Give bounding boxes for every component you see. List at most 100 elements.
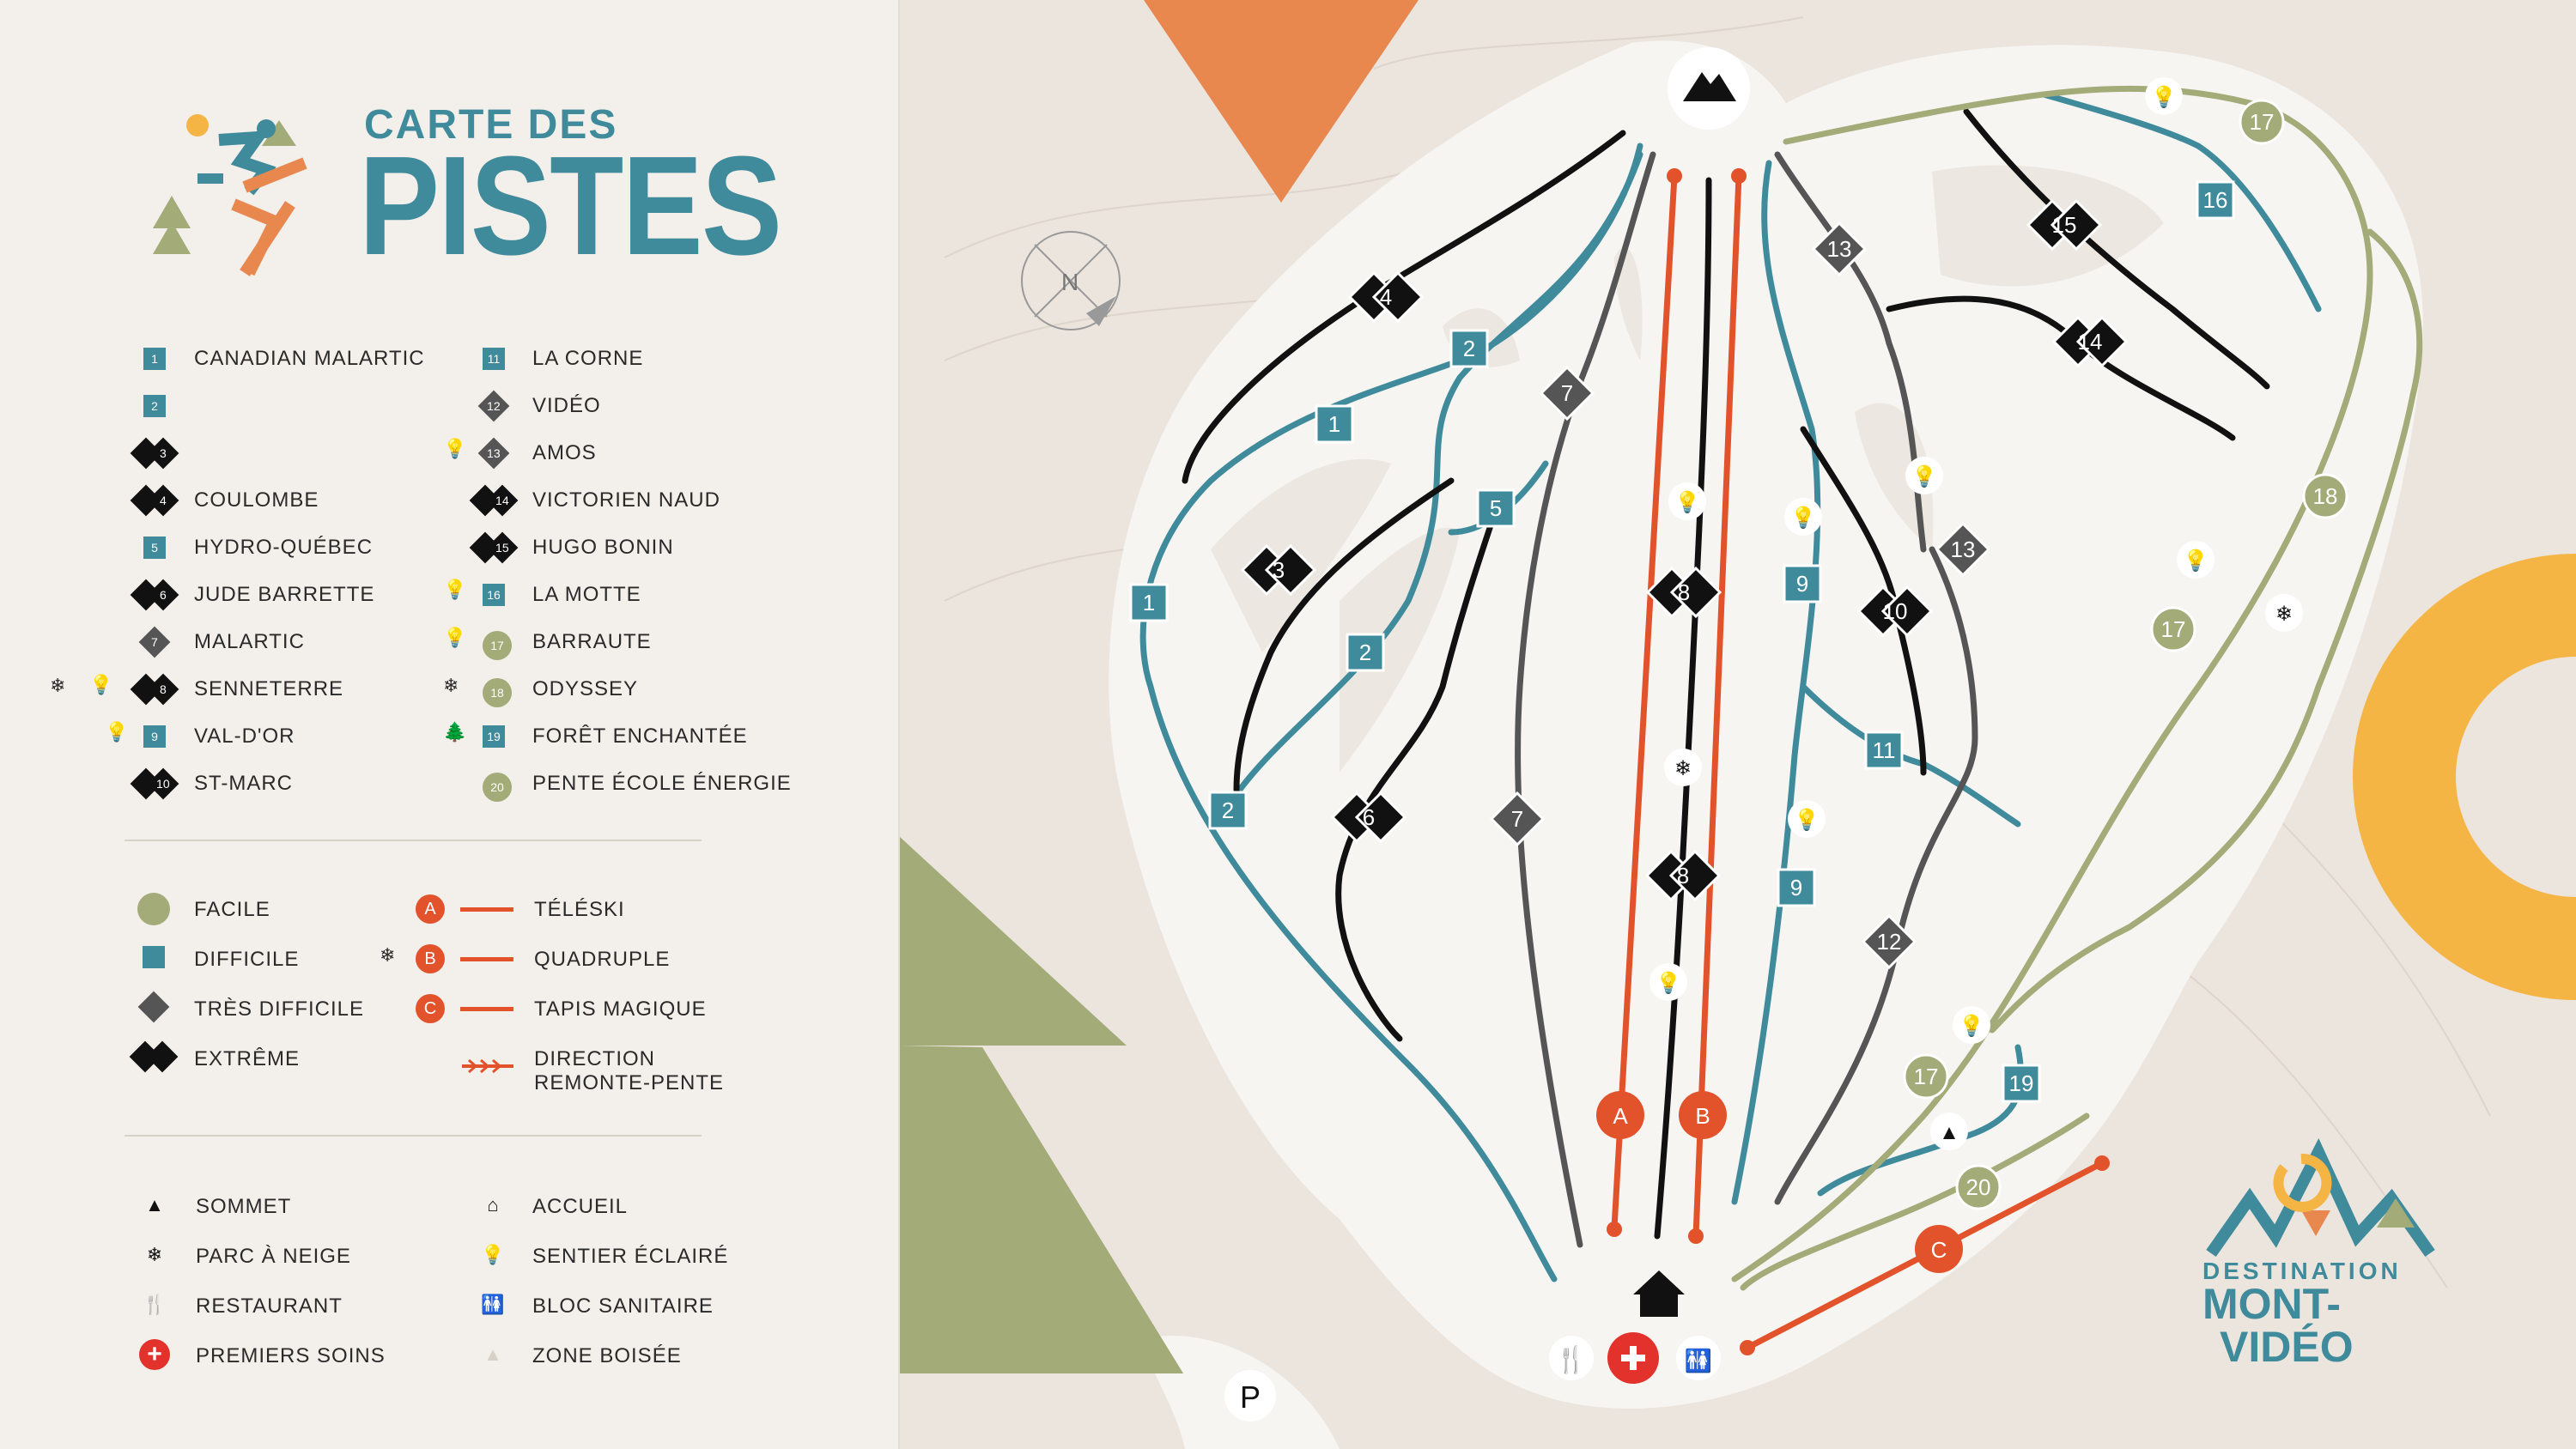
trail-marker-label: 10: [1883, 598, 1908, 624]
trail-marker-4[interactable]: 4: [1347, 270, 1425, 324]
trail-marker-19[interactable]: 19: [2002, 1064, 2041, 1103]
service-label: RESTAURANT: [196, 1294, 343, 1318]
difficulty-double-diamond-icon: 6: [130, 579, 179, 611]
trail-marker-1[interactable]: 1: [1129, 583, 1169, 622]
lift-badge-c[interactable]: C: [1915, 1225, 1963, 1273]
trail-marker-6[interactable]: 6: [1330, 791, 1407, 844]
trail-marker-label: 1: [1328, 411, 1340, 437]
trail-marker-7[interactable]: 7: [1489, 791, 1546, 847]
parking-label: P: [1240, 1379, 1261, 1415]
tree-icon: 🌲: [443, 721, 467, 743]
trail-name: PENTE ÉCOLE ÉNERGIE: [532, 772, 792, 795]
trail-marker-label: 7: [1561, 380, 1573, 406]
trail-marker-label: 20: [1966, 1174, 1991, 1200]
tree-icon: ▲: [1930, 1113, 1968, 1150]
trail-marker-8[interactable]: 8: [1645, 566, 1722, 619]
trail-marker-17[interactable]: 17: [2150, 606, 2196, 652]
lift-badge-a[interactable]: A: [1596, 1091, 1644, 1139]
lift-direction-line2: REMONTE-PENTE: [534, 1071, 725, 1094]
trail-name: VIDÉO: [532, 394, 601, 417]
lightbulb-icon: 💡: [1905, 457, 1943, 494]
trail-marker-label: 6: [1363, 804, 1375, 830]
trail-marker-13[interactable]: 13: [1935, 521, 1991, 578]
trail-marker-2[interactable]: 2: [1449, 329, 1489, 368]
difficulty-double-diamond-icon: 8: [130, 673, 179, 706]
trail-marker-label: 1: [1143, 590, 1155, 615]
lift-badge-b[interactable]: B: [1679, 1091, 1727, 1139]
trail-marker-9[interactable]: 9: [1777, 868, 1816, 907]
trail-marker-20[interactable]: 20: [1955, 1164, 2002, 1210]
restroom-icon: 🚻: [481, 1294, 505, 1315]
lift-letter-badge: B: [416, 944, 445, 973]
snowpark-icon: ❄: [146, 1244, 163, 1265]
title-big: PISTES: [359, 127, 782, 284]
difficulty-double-diamond-icon: 10: [130, 767, 179, 800]
difficulty-circle-icon: 17: [483, 631, 512, 660]
trail-marker-14[interactable]: 14: [2051, 315, 2129, 368]
trail-name: VICTORIEN NAUD: [532, 488, 720, 512]
svg-text:💡: 💡: [1911, 464, 1937, 488]
parking-icon[interactable]: P: [1224, 1370, 1276, 1422]
trail-marker-18[interactable]: 18: [2302, 473, 2348, 519]
yellow-ring-decoration: [2353, 554, 2576, 1000]
trail-name: VAL-D'OR: [194, 724, 295, 748]
first-aid-icon[interactable]: [1607, 1332, 1659, 1384]
trail-marker-15[interactable]: 15: [2026, 198, 2103, 252]
brand-line3: VIDÉO: [2220, 1323, 2354, 1371]
trail-marker-label: 7: [1511, 806, 1523, 832]
restroom-icon[interactable]: 🚻: [1676, 1336, 1721, 1380]
lightbulb-icon: 💡: [1649, 963, 1687, 1001]
trail-marker-10[interactable]: 10: [1856, 585, 1934, 638]
svg-text:❄: ❄: [2275, 603, 2293, 626]
trail-marker-7[interactable]: 7: [1539, 365, 1595, 421]
summit-marker[interactable]: [1668, 47, 1750, 130]
trail-marker-16[interactable]: 16: [2196, 180, 2235, 220]
trail-marker-8[interactable]: 8: [1644, 849, 1722, 902]
trail-marker-2[interactable]: 2: [1208, 791, 1248, 830]
trail-marker-label: 9: [1790, 875, 1802, 900]
lightbulb-icon: 💡: [443, 438, 467, 459]
trail-marker-12[interactable]: 12: [1861, 913, 1917, 970]
trail-marker-17[interactable]: 17: [2239, 99, 2285, 145]
service-label: SENTIER ÉCLAIRÉ: [532, 1245, 729, 1268]
trail-marker-13[interactable]: 13: [1811, 221, 1868, 277]
lightbulb-icon: 💡: [1953, 1006, 1990, 1044]
trail-marker-1[interactable]: 1: [1315, 404, 1354, 444]
difficulty-label: EXTRÊME: [194, 1047, 301, 1070]
trail-name: MALARTIC: [194, 630, 305, 653]
lift-badge-label: B: [1695, 1103, 1710, 1129]
trail-marker-label: 11: [1873, 737, 1896, 763]
lift-letter-badge: A: [416, 894, 445, 924]
difficulty-square-icon: 1: [143, 348, 166, 370]
difficulty-label: DIFFICILE: [194, 948, 300, 971]
trail-marker-11[interactable]: 11: [1864, 731, 1904, 770]
legend-divider: [125, 840, 702, 841]
difficulty-diamond-icon: 7: [138, 626, 171, 658]
difficulty-double-diamond-icon: [129, 1040, 179, 1073]
trail-marker-3[interactable]: 3: [1240, 543, 1317, 597]
trail-marker-label: 8: [1678, 579, 1690, 605]
trail-marker-5[interactable]: 5: [1476, 488, 1516, 528]
trail-marker-label: 14: [2078, 329, 2103, 355]
lightbulb-icon: 💡: [1668, 482, 1706, 520]
difficulty-square-icon: 2: [143, 395, 166, 417]
home-icon[interactable]: [1633, 1270, 1685, 1317]
snowpark-icon: ❄: [50, 675, 66, 696]
trail-marker-label: 8: [1677, 863, 1689, 888]
lift-line-icon: [460, 907, 513, 912]
difficulty-square-icon: 11: [483, 348, 505, 370]
trail-marker-2[interactable]: 2: [1346, 633, 1385, 672]
difficulty-double-diamond-icon: 4: [130, 484, 179, 517]
trail-marker-label: 17: [2161, 616, 2186, 642]
trail-marker-label: 17: [1914, 1064, 1939, 1089]
restaurant-icon[interactable]: 🍴: [1549, 1336, 1594, 1380]
trail-marker-9[interactable]: 9: [1783, 564, 1822, 603]
brand-line2: MONT-: [2202, 1280, 2341, 1328]
trail-marker-label: 5: [1490, 495, 1502, 521]
snowpark-icon: ❄: [2265, 594, 2303, 632]
trail-name: LA CORNE: [532, 347, 644, 370]
trail-marker-17[interactable]: 17: [1903, 1053, 1949, 1100]
trail-name: COULOMBE: [194, 488, 319, 512]
lift-badge-label: A: [1613, 1103, 1628, 1129]
difficulty-square-icon: 9: [143, 725, 166, 748]
